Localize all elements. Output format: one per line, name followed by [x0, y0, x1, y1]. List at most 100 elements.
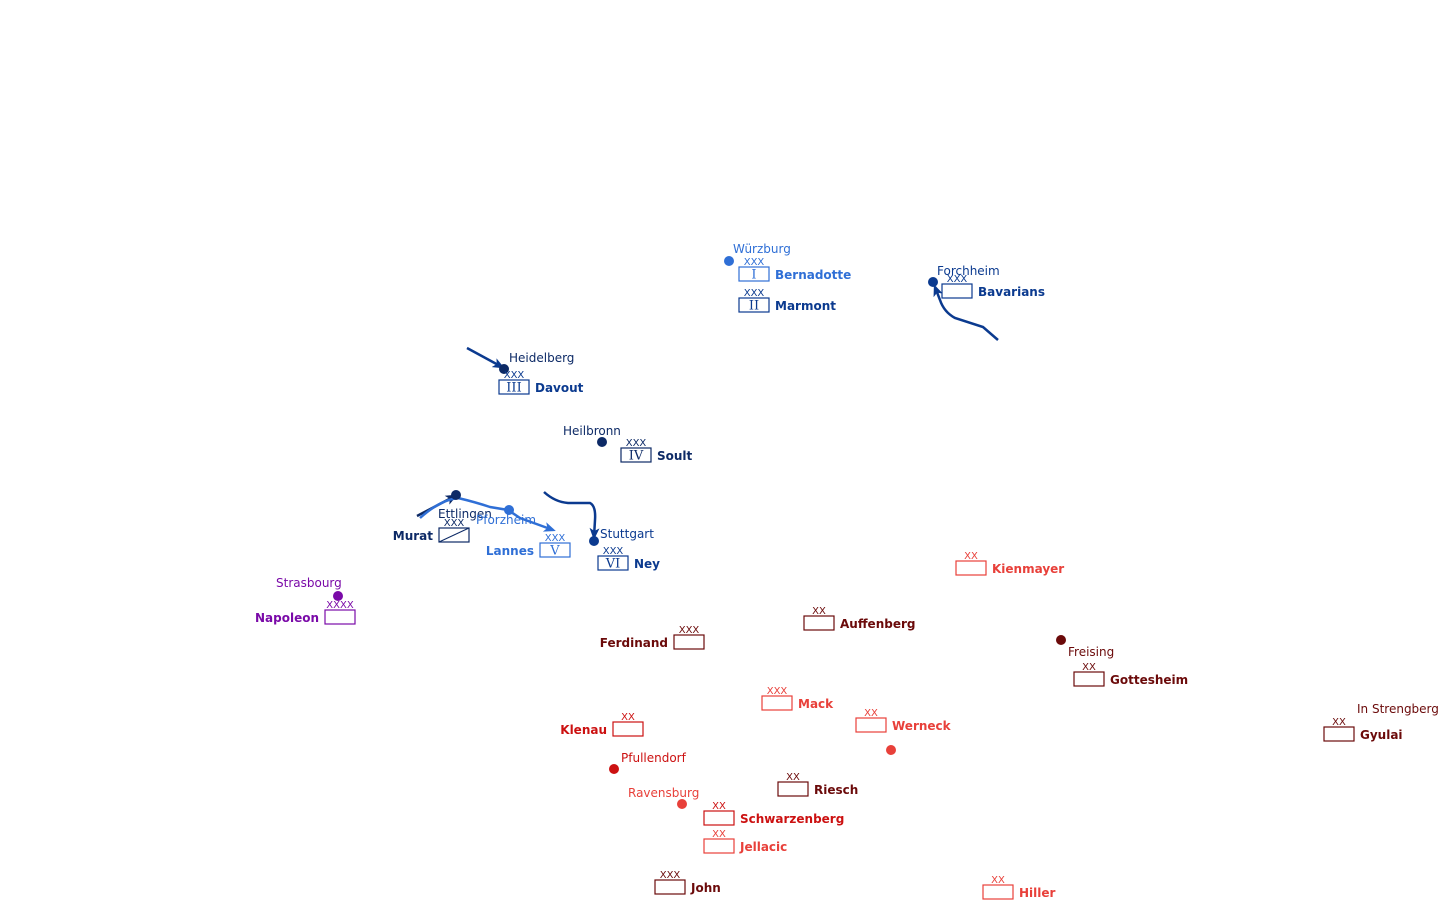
unit-klenau[interactable]: XX Klenau: [560, 712, 644, 737]
division-icon: [703, 838, 735, 854]
city-label-strasbourg: Strasbourg: [276, 576, 342, 590]
commander-label: Davout: [535, 381, 584, 395]
commander-label: Marmont: [775, 299, 836, 313]
city-dot-freising: [1056, 635, 1066, 645]
corps-number: II: [749, 299, 759, 314]
echelon-mark: XXX: [603, 546, 624, 557]
echelon-mark: XX: [1082, 662, 1096, 673]
commander-label: Murat: [393, 529, 434, 543]
echelon-mark: XXX: [947, 274, 968, 285]
city-markers: WürzburgForchheimHeidelbergHeilbronnEttl…: [276, 242, 1114, 809]
corps-icon: [761, 695, 793, 711]
city-dot-ettlingen: [451, 490, 461, 500]
corps-icon: [654, 879, 686, 895]
commander-label: Auffenberg: [840, 617, 915, 631]
division-icon: [955, 560, 987, 576]
commander-label: Mack: [798, 697, 834, 711]
unit-jellacic[interactable]: XX Jellacic: [703, 829, 787, 854]
corps-number: IV: [629, 449, 644, 464]
commander-label: Hiller: [1019, 886, 1056, 900]
city-dot-wurzburg: [724, 256, 734, 266]
division-icon: [612, 721, 644, 737]
city-dot-heidelberg: [499, 364, 509, 374]
echelon-mark: XX: [786, 772, 800, 783]
corps-number: III: [506, 381, 521, 396]
corps-icon: [673, 634, 705, 650]
division-icon: [855, 717, 887, 733]
echelon-mark: XXXX: [326, 600, 354, 611]
city-label-forchheim: Forchheim: [937, 264, 1000, 278]
army-icon: [324, 609, 356, 625]
echelon-mark: XXX: [504, 370, 525, 381]
unit-john[interactable]: XXX John: [654, 870, 721, 895]
corps-number: VI: [605, 557, 621, 572]
heidelberg-advance-arrow: [466, 346, 505, 369]
infantry-corps-icon: [539, 542, 571, 558]
division-icon: [982, 884, 1014, 900]
note-in-strengberg: In Strengberg: [1357, 702, 1439, 716]
city-dot-unlabeled-11: [886, 745, 896, 755]
echelon-mark: XX: [621, 712, 635, 723]
map-notes: In Strengberg: [1357, 702, 1439, 716]
commander-label: Ney: [634, 557, 660, 571]
city-dot-pfullendorf: [609, 764, 619, 774]
echelon-mark: XXX: [744, 288, 765, 299]
echelon-mark: XX: [712, 829, 726, 840]
infantry-corps-icon: [620, 447, 652, 463]
division-icon: [777, 781, 809, 797]
city-label-wurzburg: Würzburg: [733, 242, 791, 256]
city-label-pfullendorf: Pfullendorf: [621, 751, 687, 765]
commander-label: Napoleon: [255, 611, 319, 625]
unit-bavarians[interactable]: XXX Bavarians: [941, 274, 1045, 299]
echelon-mark: XX: [1332, 717, 1346, 728]
echelon-mark: XXX: [626, 438, 647, 449]
unit-napoleon[interactable]: XXXX Napoleon: [255, 600, 356, 625]
city-dot-heilbronn: [597, 437, 607, 447]
commander-label: John: [690, 881, 721, 895]
movement-arrows: [416, 284, 999, 540]
infantry-corps-icon: [498, 379, 530, 395]
echelon-mark: XXX: [545, 533, 566, 544]
city-dot-pforzheim: [504, 505, 514, 515]
city-dot-forchheim: [928, 277, 938, 287]
division-icon: [803, 615, 835, 631]
city-label-ettlingen: Ettlingen: [438, 507, 492, 521]
echelon-mark: XXX: [744, 257, 765, 268]
commander-label: Jellacic: [739, 840, 787, 854]
commander-label: Werneck: [892, 719, 952, 733]
unit-auffenberg[interactable]: XX Auffenberg: [803, 606, 915, 631]
commander-label: Klenau: [560, 723, 607, 737]
corps-number: I: [751, 268, 756, 283]
echelon-mark: XXX: [660, 870, 681, 881]
infantry-corps-icon: [597, 555, 629, 571]
commander-label: Lannes: [486, 544, 534, 558]
allied-corps-icon: [941, 283, 973, 299]
unit-mack[interactable]: XXX Mack: [761, 686, 834, 711]
echelon-mark: XXX: [767, 686, 788, 697]
city-dot-ravensburg: [677, 799, 687, 809]
city-label-pforzheim: Pforzheim: [476, 513, 536, 527]
commander-label: Ferdinand: [600, 636, 668, 650]
city-dot-stuttgart: [589, 536, 599, 546]
echelon-mark: XX: [812, 606, 826, 617]
city-label-freising: Freising: [1068, 645, 1114, 659]
commander-label: Bavarians: [978, 285, 1045, 299]
infantry-corps-icon: [738, 297, 770, 313]
